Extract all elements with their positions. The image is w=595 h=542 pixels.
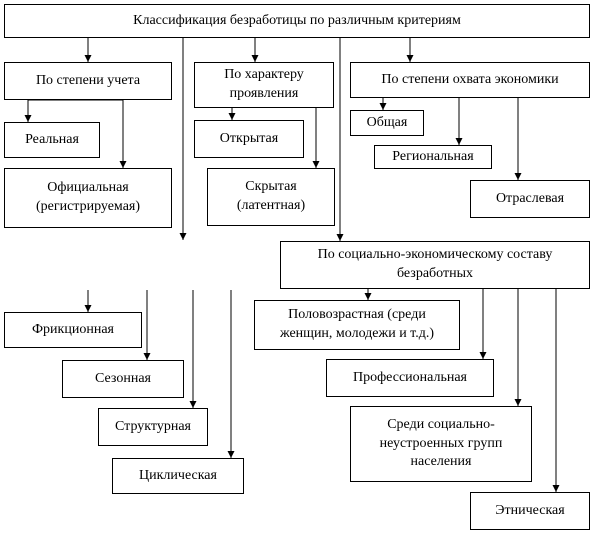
by-manifestation-box: По характеру проявления — [194, 62, 334, 108]
by-coverage-box: По степени охвата экономики — [350, 62, 590, 98]
seasonal-box: Сезонная — [62, 360, 184, 398]
regional-box: Региональная — [374, 145, 492, 169]
title-box: Классификация безработицы по различным к… — [4, 4, 590, 38]
by-accounting-box: По степени учета — [4, 62, 172, 100]
real-box: Реальная — [4, 122, 100, 158]
sectoral-box: Отраслевая — [470, 180, 590, 218]
socially-unsettled-box: Среди социально- неустроенных групп насе… — [350, 406, 532, 482]
frictional-box: Фрикционная — [4, 312, 142, 348]
age-gender-box: Половозрастная (среди женщин, молодежи и… — [254, 300, 460, 350]
by-social-box: По социально-экономическому составу безр… — [280, 241, 590, 289]
structural-box: Структурная — [98, 408, 208, 446]
ethnic-box: Этническая — [470, 492, 590, 530]
professional-box: Профессиональная — [326, 359, 494, 397]
general-box: Общая — [350, 110, 424, 136]
open-box: Открытая — [194, 120, 304, 158]
hidden-box: Скрытая (латентная) — [207, 168, 335, 226]
cyclical-box: Циклическая — [112, 458, 244, 494]
official-box: Официальная (регистрируемая) — [4, 168, 172, 228]
